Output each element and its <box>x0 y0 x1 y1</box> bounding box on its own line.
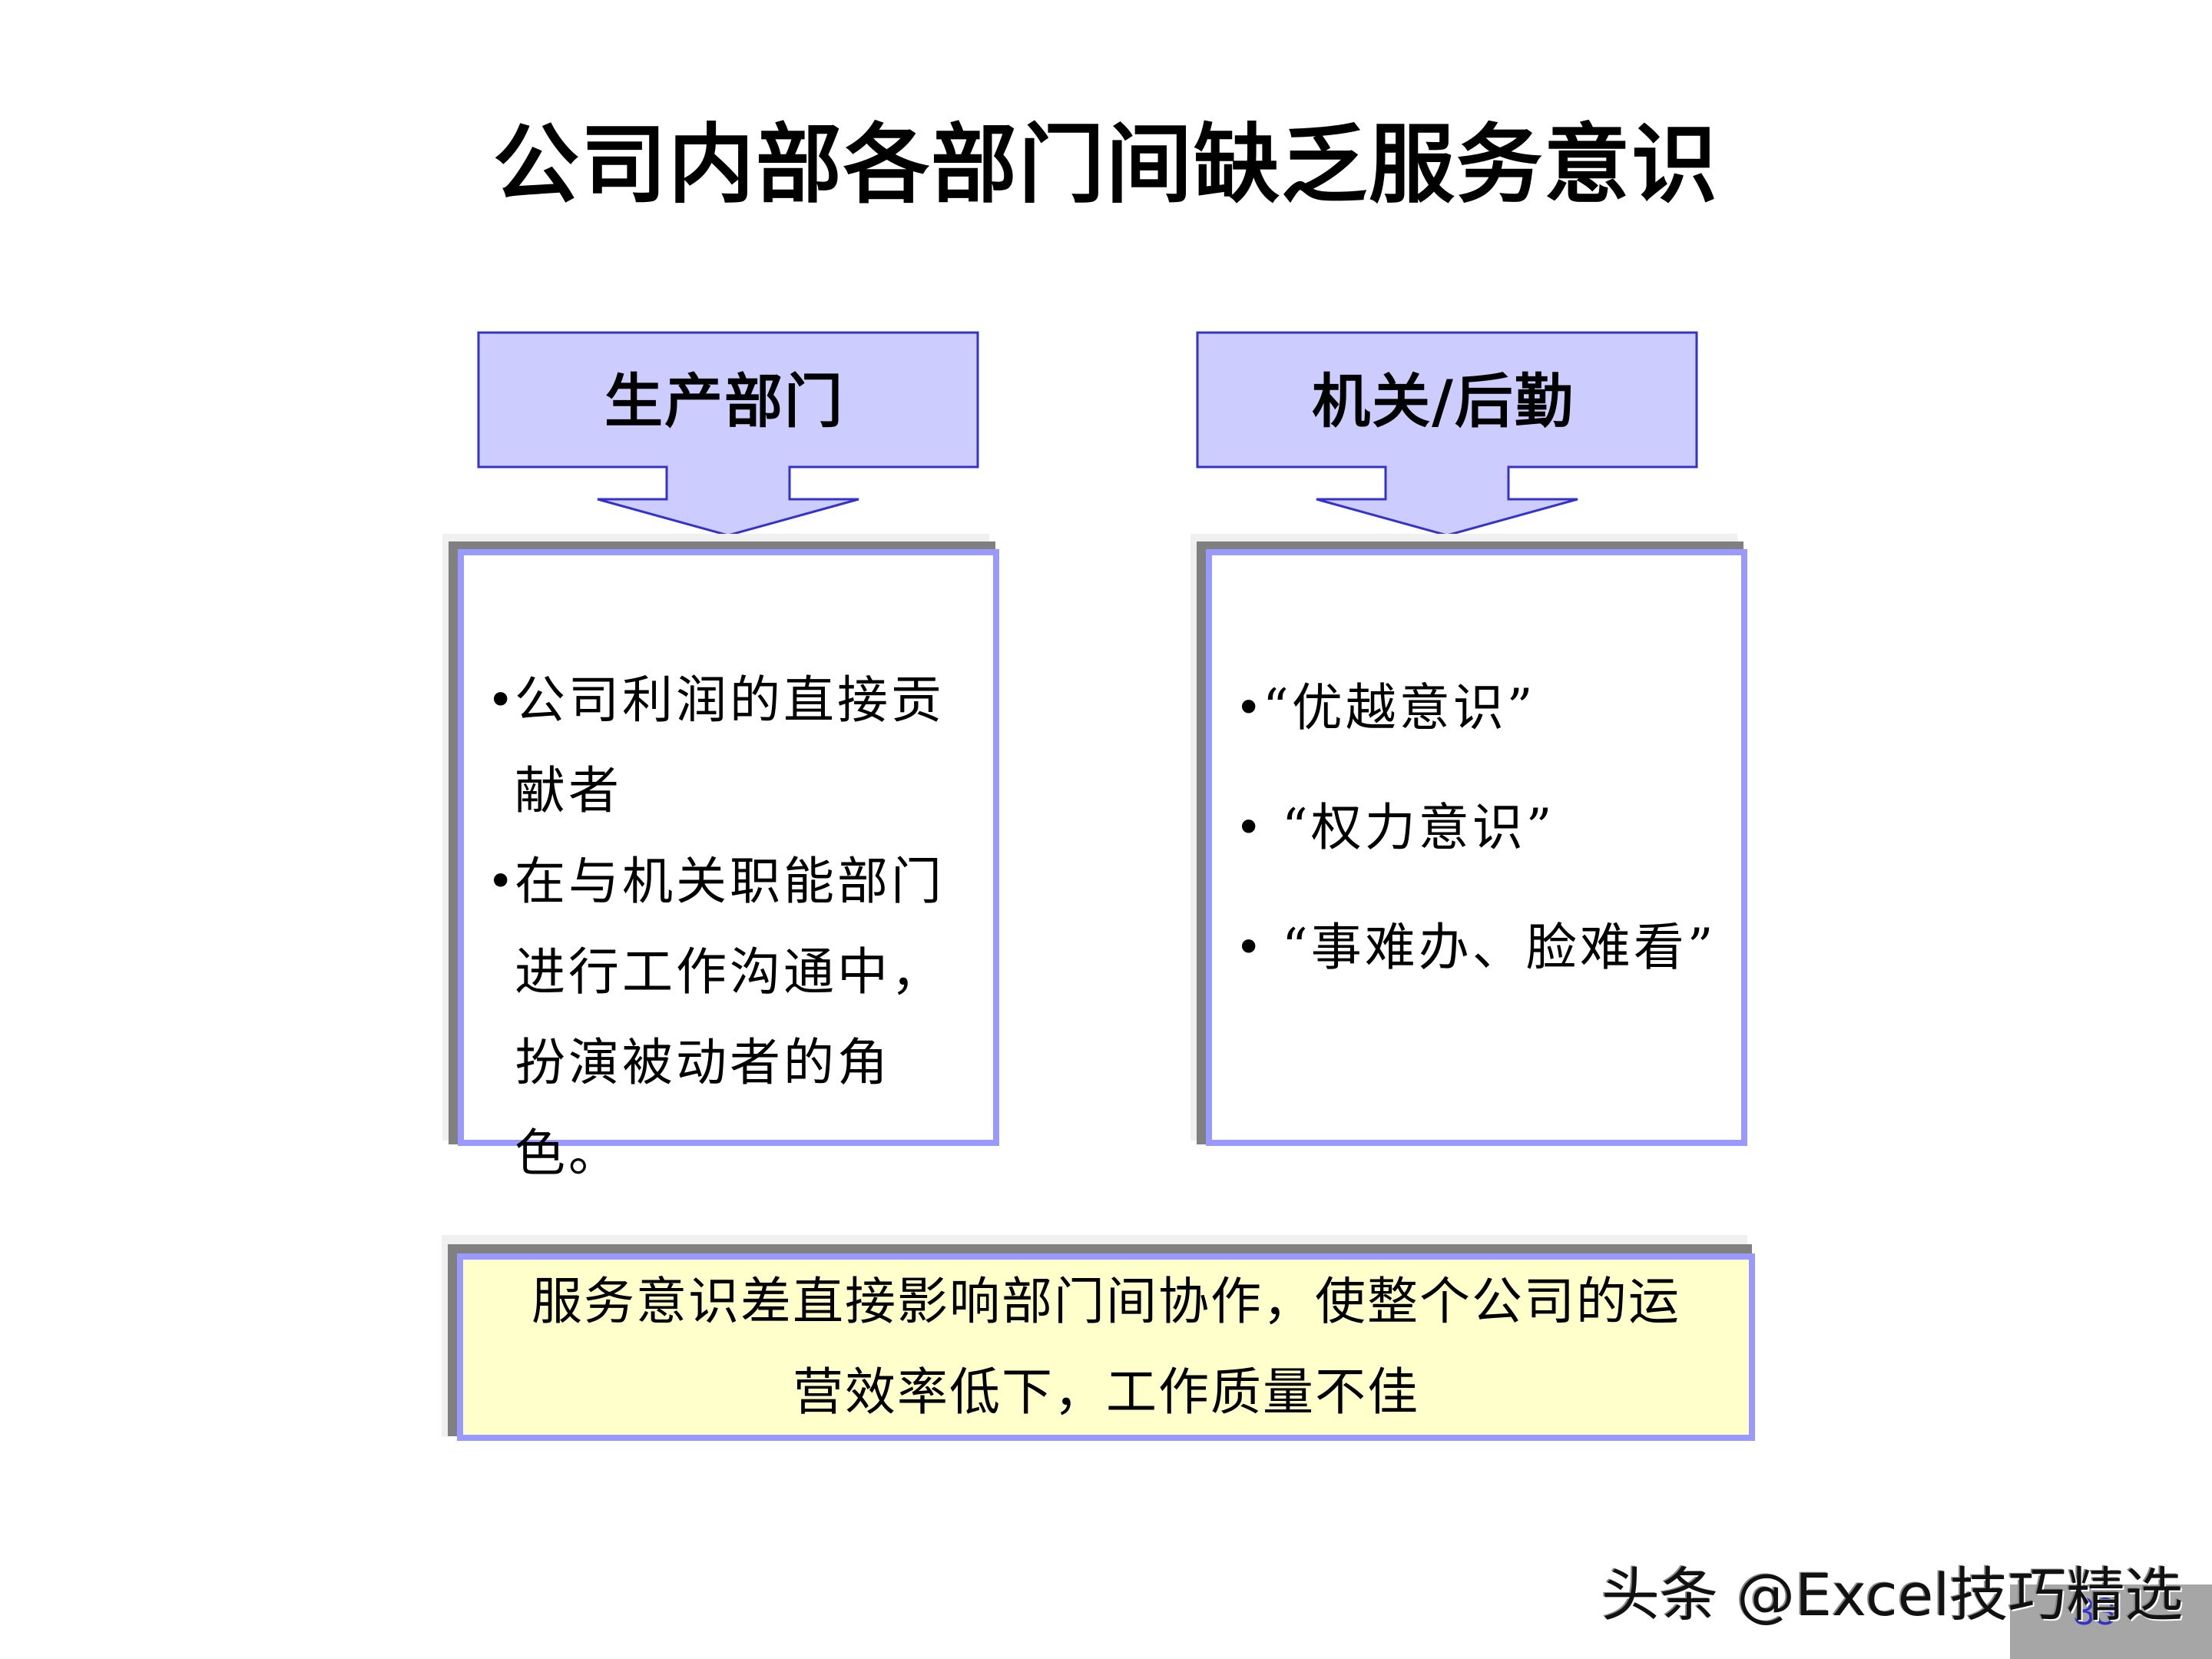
bullet-item: • 公司利润的直接贡 献者 <box>487 655 993 836</box>
down-arrow-callout-icon <box>1196 331 1698 537</box>
bullet-list: • “优越意识” • “权力意识” • “事难办、脸难看” <box>1235 663 1716 1022</box>
bullet-item: • “优越意识” <box>1235 663 1716 753</box>
card-panel: • “优越意识” • “权力意识” • “事难办、脸难看” <box>1206 549 1747 1146</box>
production-dept-card: • 公司利润的直接贡 献者 • 在与机关职能部门 进行工作沟通中， 扮演被动者的… <box>442 534 999 1183</box>
summary-card: 服务意识差直接影响部门间协作，使整个公司的运 营效率低下，工作质量不佳 <box>442 1235 1755 1441</box>
down-arrow-callout-icon <box>477 331 979 537</box>
page-number: 33 <box>2073 1590 2116 1633</box>
bullet-icon: • <box>1235 681 1266 735</box>
card-panel: • 公司利润的直接贡 献者 • 在与机关职能部门 进行工作沟通中， 扮演被动者的… <box>458 549 999 1183</box>
bullet-icon: • <box>487 674 518 727</box>
bullet-item: • “权力意识” <box>1235 783 1716 873</box>
bullet-icon: • <box>1235 921 1266 975</box>
callout-label: 机关/后勤 <box>1312 367 1575 435</box>
slide-title: 公司内部各部门间缺乏服务意识 <box>493 115 1719 215</box>
callout-label: 生产部门 <box>604 367 844 435</box>
callout-admin-logistics: 机关/后勤 <box>1194 329 1700 537</box>
bullet-item: • “事难办、脸难看” <box>1235 902 1716 993</box>
watermark: 头条 @Excel技巧精选 <box>1601 1561 2184 1629</box>
admin-logistics-card: • “优越意识” • “权力意识” • “事难办、脸难看” <box>1190 534 1747 1146</box>
callout-production-dept: 生产部门 <box>475 329 982 537</box>
bullet-icon: • <box>1235 801 1266 855</box>
page-number-box: 33 <box>2010 1584 2212 1659</box>
bullet-list: • 公司利润的直接贡 献者 • 在与机关职能部门 进行工作沟通中， 扮演被动者的… <box>487 655 993 1199</box>
summary-panel: 服务意识差直接影响部门间协作，使整个公司的运 营效率低下，工作质量不佳 <box>457 1253 1755 1441</box>
summary-text: 服务意识差直接影响部门间协作，使整个公司的运 营效率低下，工作质量不佳 <box>531 1272 1681 1422</box>
bullet-icon: • <box>487 855 518 909</box>
bullet-item: • 在与机关职能部门 进行工作沟通中， 扮演被动者的角色。 <box>487 836 993 1199</box>
